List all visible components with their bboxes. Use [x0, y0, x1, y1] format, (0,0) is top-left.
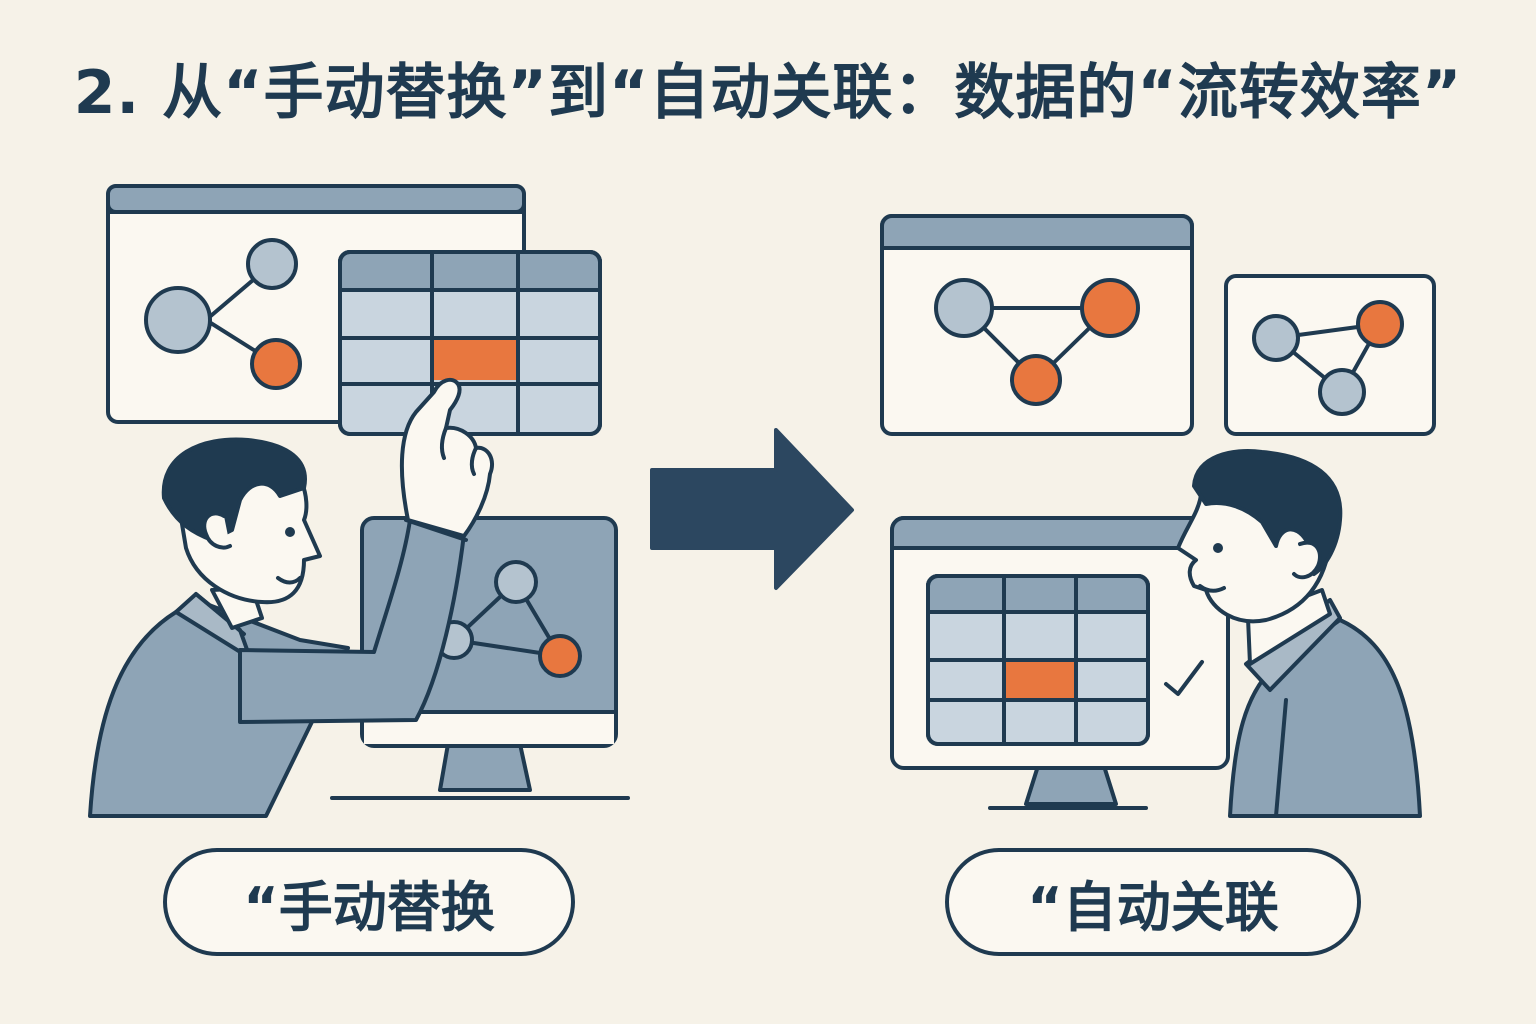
right-monitor: [890, 516, 1230, 810]
check-icon: [1164, 660, 1204, 696]
left-table-window: [338, 250, 602, 436]
manual-replace-label: “手动替换: [163, 848, 575, 956]
person-smiling-icon: [1176, 449, 1422, 818]
page-title: 2. 从“手动替换”到“自动关联：数据的“流转效率”: [73, 58, 1463, 128]
right-top-window: [880, 214, 1194, 436]
right-small-window: [1224, 274, 1436, 436]
auto-link-label: “自动关联: [945, 848, 1361, 956]
arrow-right-icon: [650, 428, 854, 590]
person-pointing-icon: [88, 377, 495, 818]
